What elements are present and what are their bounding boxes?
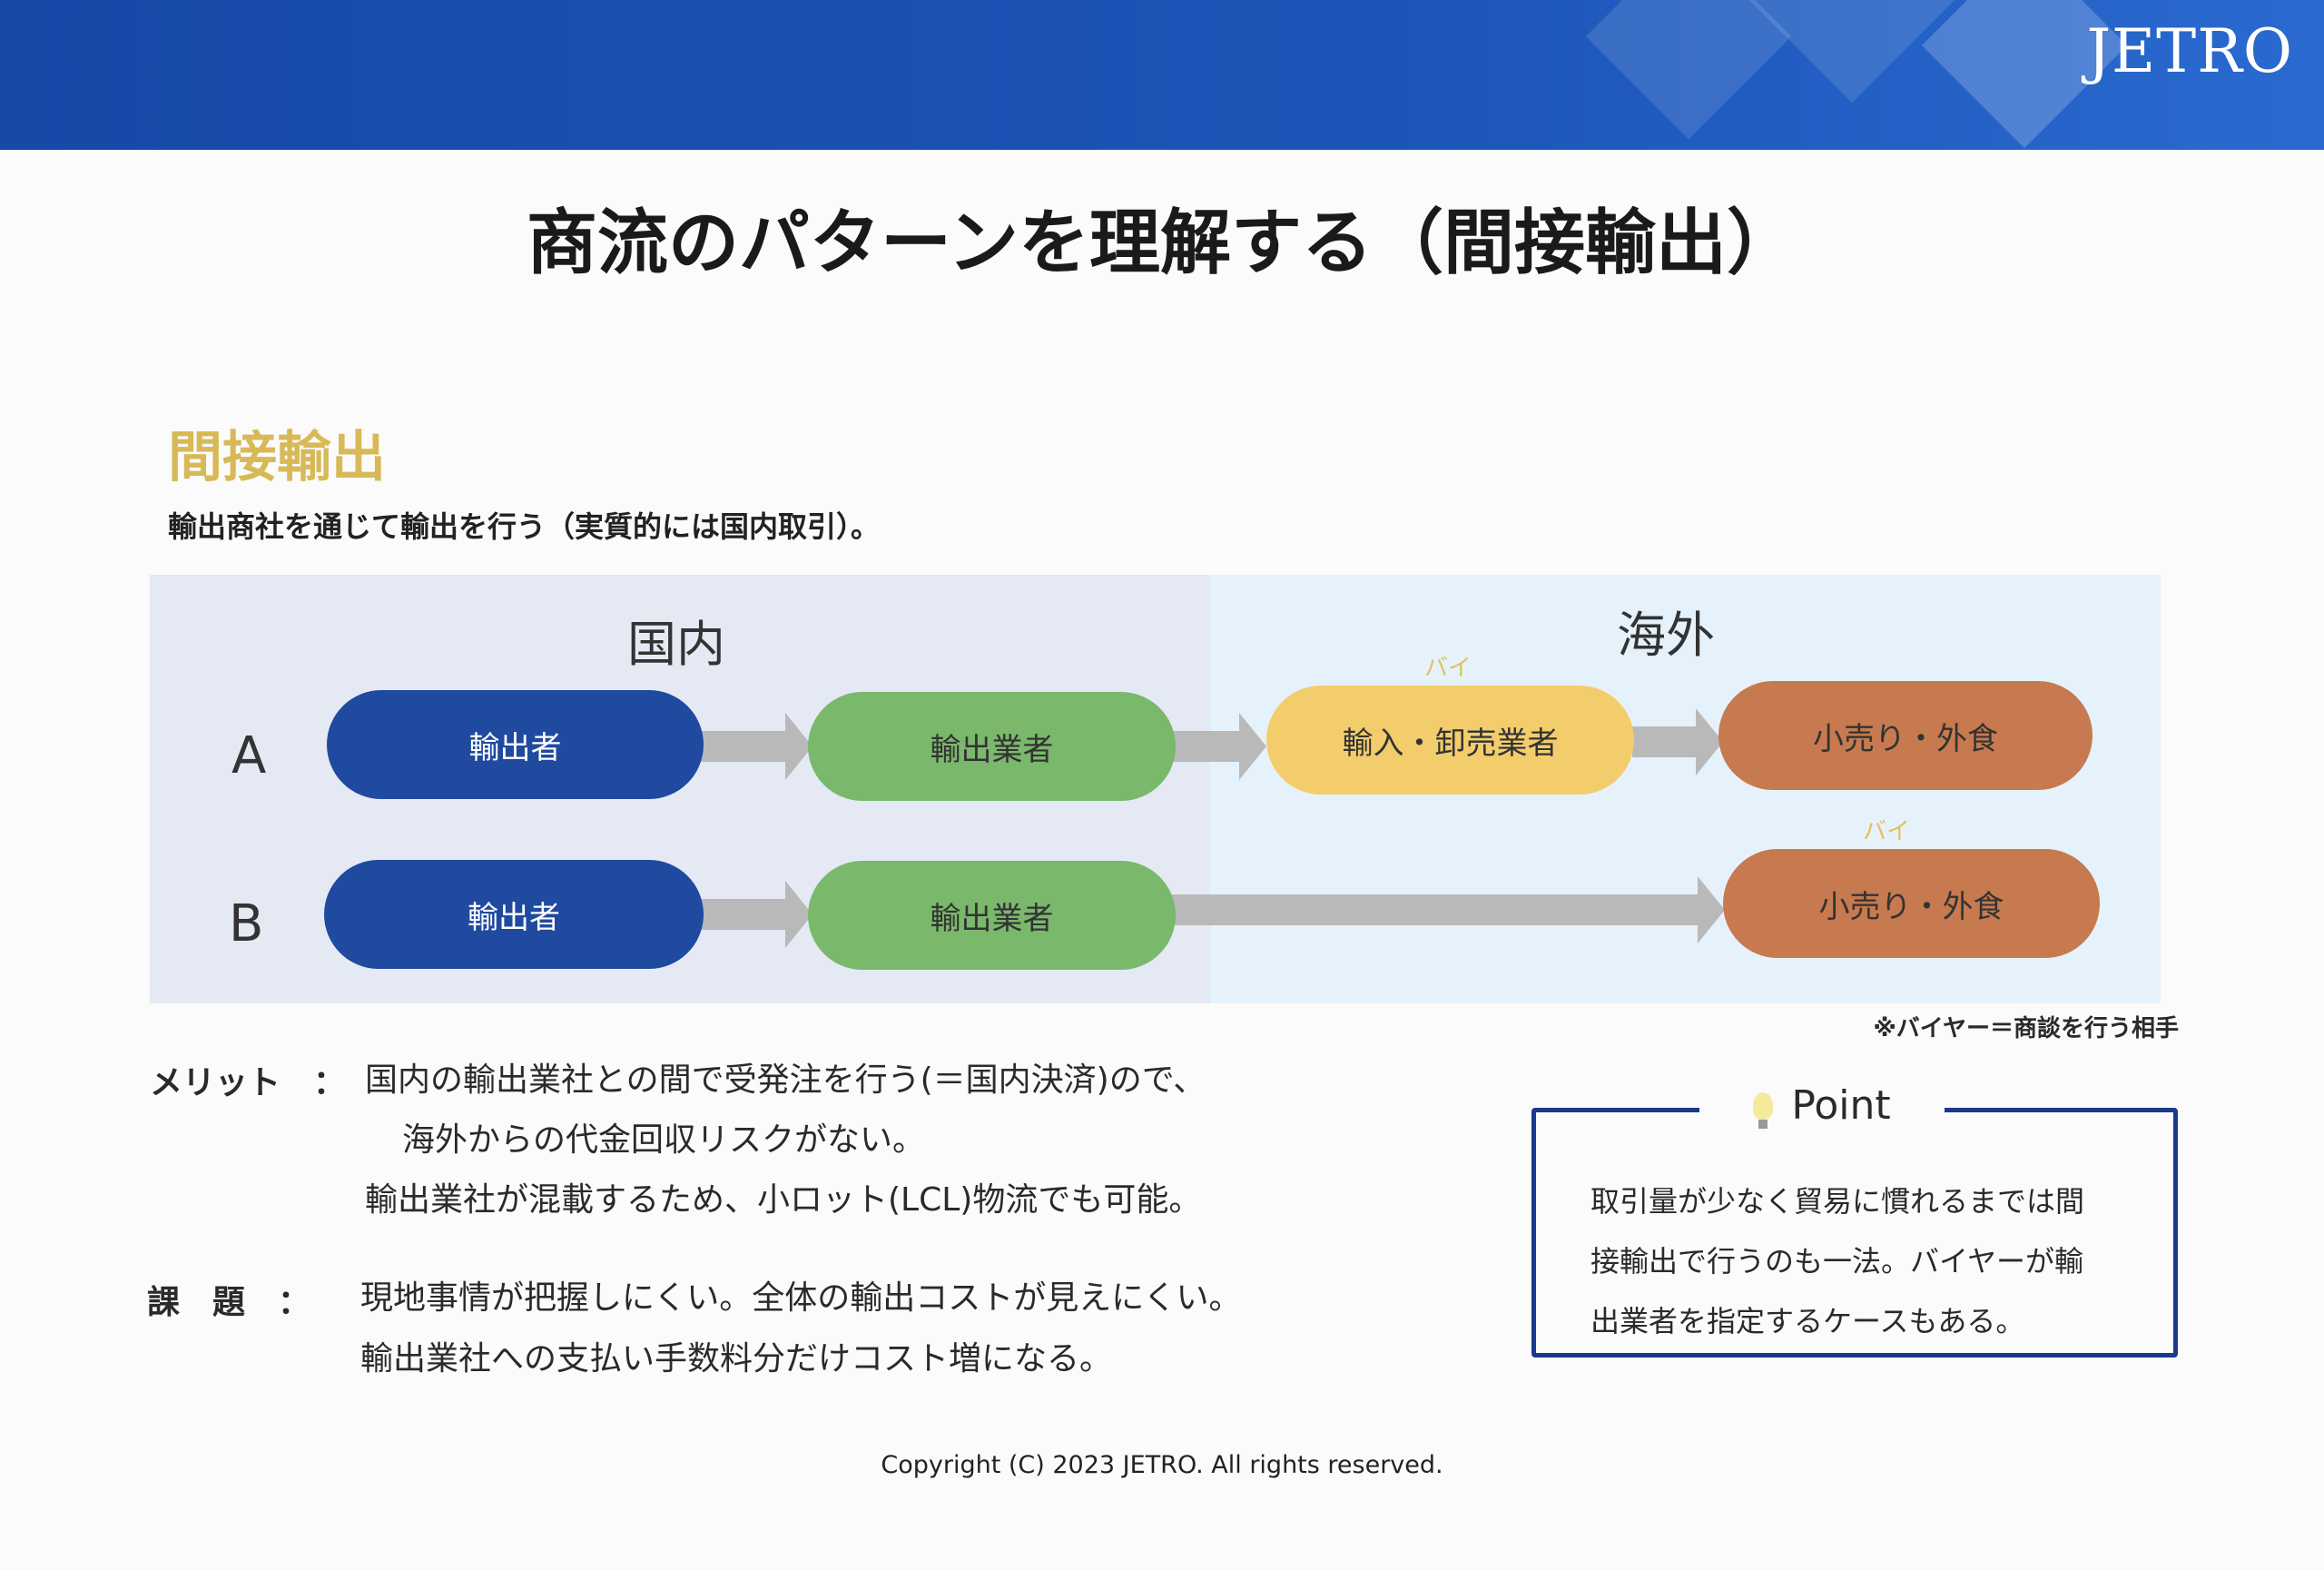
domestic-label: 国内 — [627, 616, 725, 673]
node-retail: 小売り・外食 — [1723, 849, 2100, 958]
overseas-label: 海外 — [1617, 607, 1715, 664]
row-b-label: B — [229, 894, 264, 953]
arrow — [1171, 713, 1266, 780]
copyright: Copyright (C) 2023 JETRO. All rights res… — [881, 1451, 1443, 1479]
arrow — [699, 881, 812, 948]
buyer-label: バイ — [1423, 655, 1472, 682]
node-exporter: 輸出者 — [324, 860, 704, 969]
node-retail: 小売り・外食 — [1718, 681, 2093, 790]
issue-line: 現地事情が把握しにくい。全体の輸出コストが見えにくい。 — [360, 1279, 1242, 1317]
decor-diamond — [1748, 0, 1955, 104]
node-importer-wholesaler: 輸入・卸売業者 — [1266, 686, 1634, 795]
point-title-text: Point — [1791, 1082, 1891, 1129]
buyer-note: ※バイヤー＝商談を行う相手 — [1873, 1015, 2180, 1042]
point-line: 出業者を指定するケースもある。 — [1590, 1304, 2025, 1338]
node-export-trader: 輸出業者 — [808, 692, 1176, 801]
arrow — [1171, 876, 1725, 943]
merit-line: 海外からの代金回収リスクがない。 — [402, 1121, 926, 1159]
section-subtitle: 輸出商社を通じて輸出を行う（実質的には国内取引）。 — [168, 509, 881, 544]
arrow — [699, 713, 812, 780]
merit-label: メリット ： — [150, 1064, 347, 1101]
point-line: 取引量が少なく貿易に慣れるまでは間 — [1590, 1184, 2085, 1219]
lightbulb-icon — [1753, 1091, 1774, 1129]
header-band: JETRO — [0, 0, 2324, 150]
page-title: 商流のパターンを理解する（間接輸出） — [526, 202, 1798, 284]
point-title: Point — [1699, 1082, 1945, 1129]
node-export-trader: 輸出業者 — [808, 861, 1176, 970]
merit-line: 輸出業社が混載するため、小ロット(LCL)物流でも可能。 — [365, 1181, 1202, 1219]
point-line: 接輸出で行うのも一法。バイヤーが輸 — [1590, 1244, 2084, 1279]
decor-diamond — [1585, 0, 1792, 140]
buyer-label: バイ — [1862, 818, 1911, 845]
row-a-label: A — [231, 726, 267, 785]
point-text: 取引量が少なく貿易に慣れるまでは間 接輸出で行うのも一法。バイヤーが輸 出業者を… — [1590, 1171, 2084, 1351]
jetro-logo: JETRO — [2086, 16, 2293, 86]
issue-line: 輸出業社への支払い手数料分だけコスト増になる。 — [360, 1340, 1113, 1377]
merit-line: 国内の輸出業社との間で受発注を行う(＝国内決済)ので、 — [365, 1061, 1206, 1099]
section-heading: 間接輸出 — [168, 426, 386, 489]
arrow — [1632, 708, 1723, 775]
issue-label: 課 題 ： — [147, 1284, 311, 1321]
node-exporter: 輸出者 — [327, 690, 704, 799]
